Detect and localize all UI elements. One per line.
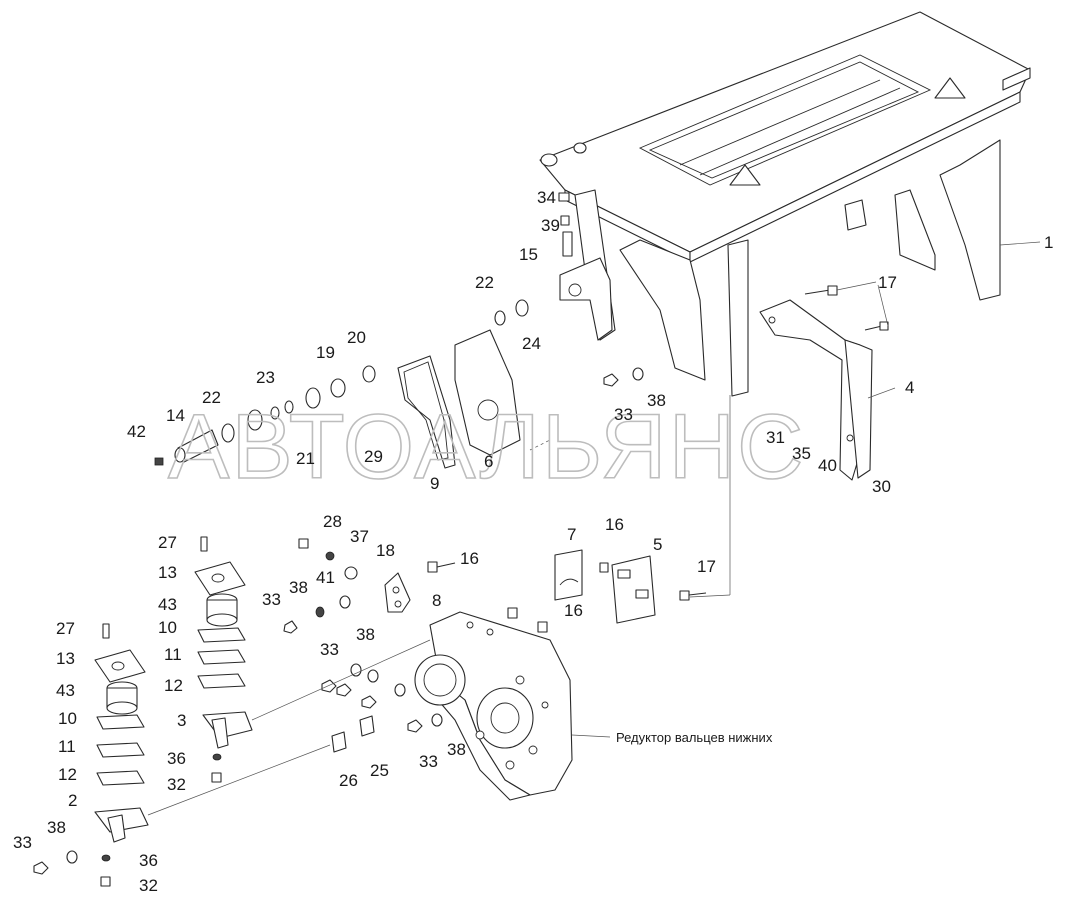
callout-30: 30 bbox=[872, 477, 891, 496]
callout-16-b: 16 bbox=[605, 515, 624, 534]
callout-32-upper: 32 bbox=[167, 775, 186, 794]
callout-16-a: 16 bbox=[460, 549, 479, 568]
callout-9: 9 bbox=[430, 474, 439, 493]
bracket-8 bbox=[283, 538, 411, 634]
callout-23: 23 bbox=[256, 368, 275, 387]
callout-25: 25 bbox=[370, 761, 389, 780]
callout-33-b: 33 bbox=[262, 590, 281, 609]
callout-12-lower: 12 bbox=[58, 765, 77, 784]
callout-32-lower: 32 bbox=[139, 876, 158, 895]
callout-43-lower: 43 bbox=[56, 681, 75, 700]
callout-31: 31 bbox=[766, 428, 785, 447]
callout-20: 20 bbox=[347, 328, 366, 347]
callout-36-upper: 36 bbox=[167, 749, 186, 768]
callout-41: 41 bbox=[316, 568, 335, 587]
callout-28: 28 bbox=[323, 512, 342, 531]
bolts-middle bbox=[427, 561, 707, 633]
callout-38-a: 38 bbox=[647, 391, 666, 410]
bolts-upper-right bbox=[804, 281, 889, 331]
callout-40: 40 bbox=[818, 456, 837, 475]
callout-36-lower: 36 bbox=[139, 851, 158, 870]
callout-37: 37 bbox=[350, 527, 369, 546]
callout-labels: 1 2 3 4 5 6 7 8 9 10 10 11 11 12 12 13 1… bbox=[13, 188, 1053, 895]
callout-19: 19 bbox=[316, 343, 335, 362]
callout-27-lower: 27 bbox=[56, 619, 75, 638]
callout-11-upper: 11 bbox=[164, 645, 182, 664]
callout-17-b: 17 bbox=[697, 557, 716, 576]
callout-4: 4 bbox=[905, 378, 914, 397]
callout-17-a: 17 bbox=[878, 273, 897, 292]
side-bracket bbox=[759, 299, 896, 481]
support-stack-upper bbox=[194, 536, 431, 783]
callout-8: 8 bbox=[432, 591, 441, 610]
support-stack-lower bbox=[33, 623, 331, 887]
main-frame bbox=[539, 11, 1041, 397]
callout-13-lower: 13 bbox=[56, 649, 75, 668]
plates-7-5 bbox=[554, 395, 731, 624]
callout-6: 6 bbox=[484, 452, 493, 471]
ring-set bbox=[154, 299, 529, 466]
gasket-plates bbox=[397, 329, 551, 469]
callout-22-a: 22 bbox=[475, 273, 494, 292]
callout-38-e: 38 bbox=[47, 818, 66, 837]
callout-12-upper: 12 bbox=[164, 676, 183, 695]
callout-38-d: 38 bbox=[447, 740, 466, 759]
callout-39: 39 bbox=[541, 216, 560, 235]
callout-38-b: 38 bbox=[289, 578, 308, 597]
callout-5: 5 bbox=[653, 535, 662, 554]
callout-33-d: 33 bbox=[419, 752, 438, 771]
callout-2: 2 bbox=[68, 791, 77, 810]
callout-43-upper: 43 bbox=[158, 595, 177, 614]
callout-27-upper: 27 bbox=[158, 533, 177, 552]
shaft-block bbox=[558, 192, 613, 341]
watermark-text: АВТОАЛЬЯНС bbox=[168, 396, 806, 498]
callout-33-e: 33 bbox=[13, 833, 32, 852]
callout-29: 29 bbox=[364, 447, 383, 466]
callout-34: 34 bbox=[537, 188, 556, 207]
callout-7: 7 bbox=[567, 525, 576, 544]
callout-13-upper: 13 bbox=[158, 563, 177, 582]
callout-11-lower: 11 bbox=[58, 737, 76, 756]
gearbox-fasteners bbox=[321, 663, 443, 753]
callout-16-c: 16 bbox=[564, 601, 583, 620]
callout-1: 1 bbox=[1044, 233, 1053, 252]
callout-10-upper: 10 bbox=[158, 618, 177, 637]
lower-rollers-gearbox bbox=[414, 611, 611, 801]
callout-33-a: 33 bbox=[614, 405, 633, 424]
callout-38-c: 38 bbox=[356, 625, 375, 644]
callout-21: 21 bbox=[296, 449, 315, 468]
callout-42: 42 bbox=[127, 422, 146, 441]
callout-3: 3 bbox=[177, 711, 186, 730]
callout-35: 35 bbox=[792, 444, 811, 463]
callout-24: 24 bbox=[522, 334, 541, 353]
callout-33-c: 33 bbox=[320, 640, 339, 659]
callout-15: 15 bbox=[519, 245, 538, 264]
callout-22-b: 22 bbox=[202, 388, 221, 407]
callout-10-lower: 10 bbox=[58, 709, 77, 728]
callout-26: 26 bbox=[339, 771, 358, 790]
callout-14: 14 bbox=[166, 406, 185, 425]
gearbox-caption: Редуктор вальцев нижних bbox=[616, 730, 773, 745]
callout-18: 18 bbox=[376, 541, 395, 560]
frame-nuts bbox=[603, 367, 644, 387]
